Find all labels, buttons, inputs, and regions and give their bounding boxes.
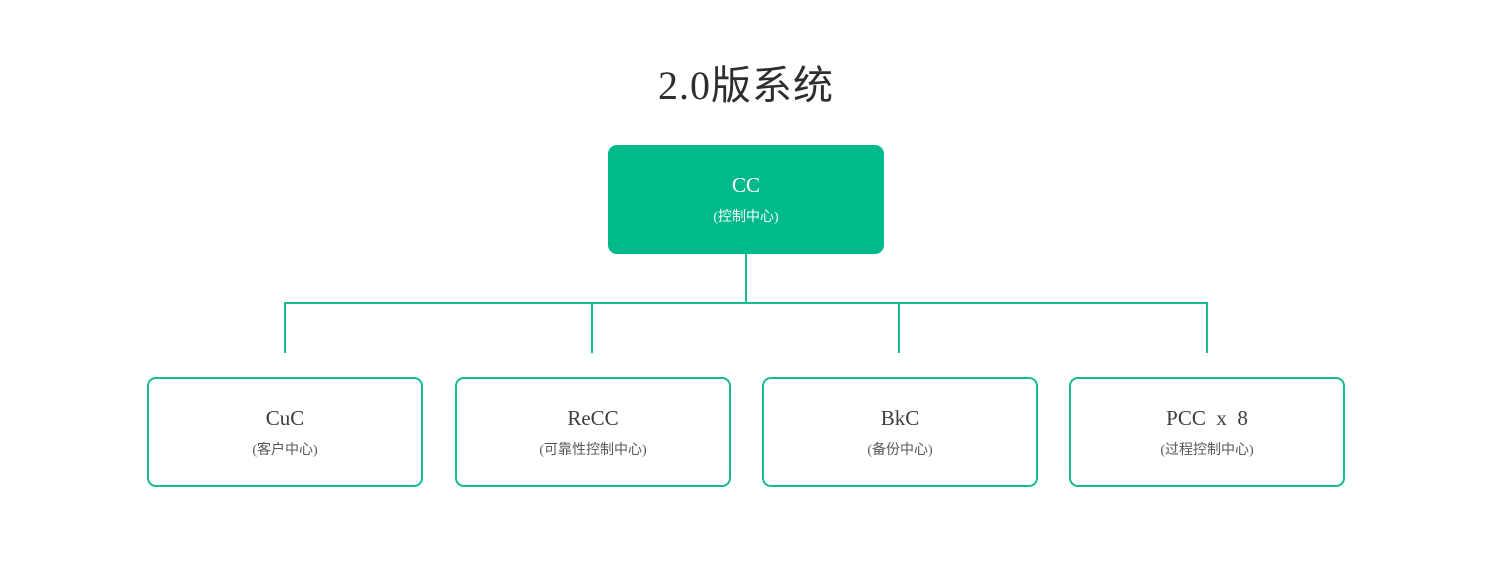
node-recc-sublabel: (可靠性控制中心) — [539, 442, 647, 458]
connector-drop-recc — [591, 302, 593, 353]
node-cuc-label: CuC — [265, 405, 305, 430]
node-cc[interactable]: CC (控制中心) — [608, 145, 884, 254]
connector-drop-cuc — [284, 302, 286, 353]
node-recc[interactable]: ReCC (可靠性控制中心) — [455, 377, 731, 487]
node-bkc-label: BkC — [880, 405, 920, 430]
node-cuc-sublabel: (客户中心) — [252, 442, 318, 458]
node-cc-sublabel: (控制中心) — [713, 210, 779, 225]
node-cc-label: CC — [731, 173, 760, 197]
connector-drop-pcc — [1206, 302, 1208, 353]
connector-horizontal-bar — [284, 302, 1208, 304]
node-pcc-sublabel: (过程控制中心) — [1160, 442, 1254, 458]
node-bkc-sublabel: (备份中心) — [867, 442, 933, 458]
node-recc-label: ReCC — [567, 405, 619, 430]
node-pcc[interactable]: PCC x 8 (过程控制中心) — [1069, 377, 1345, 487]
node-bkc[interactable]: BkC (备份中心) — [762, 377, 1038, 487]
connector-root-stem — [745, 254, 747, 303]
connector-drop-bkc — [898, 302, 900, 353]
node-cuc[interactable]: CuC (客户中心) — [147, 377, 423, 487]
node-pcc-label: PCC x 8 — [1166, 405, 1248, 430]
diagram-title: 2.0版系统 — [658, 63, 834, 108]
